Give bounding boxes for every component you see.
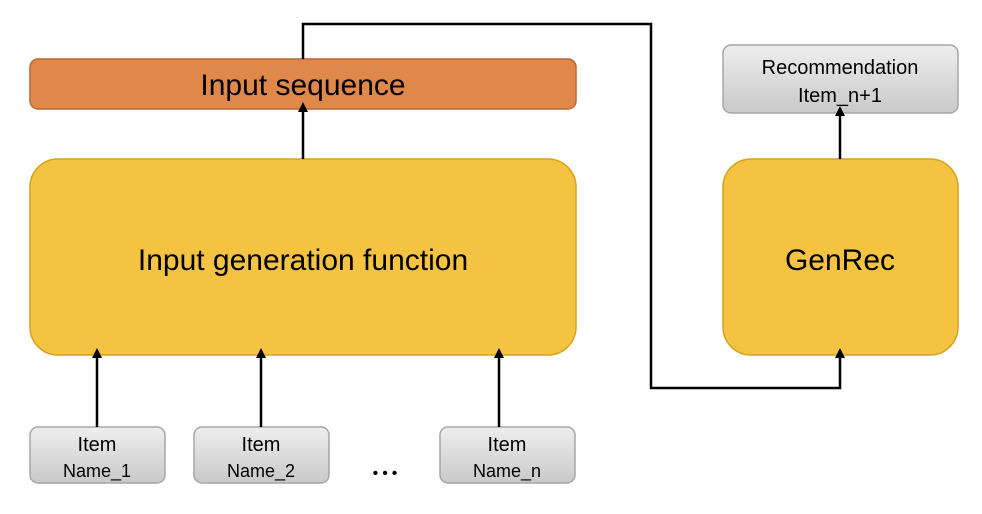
input-sequence-label: Input sequence bbox=[200, 69, 405, 102]
input-sequence-node: Input sequence bbox=[29, 58, 577, 110]
item-2-label-line2: Name_2 bbox=[227, 461, 295, 482]
item-node-2: Item Name_2 bbox=[193, 426, 330, 484]
recommendation-node: Recommendation Item_n+1 bbox=[722, 44, 959, 114]
genrec-node: GenRec bbox=[722, 158, 959, 356]
item-1-label-line1: Item bbox=[78, 434, 117, 456]
input-generation-label: Input generation function bbox=[138, 244, 468, 277]
arrow-sequence-to-genrec bbox=[301, 22, 845, 390]
item-node-1: Item Name_1 bbox=[29, 426, 166, 484]
item-n-label-line2: Name_n bbox=[473, 461, 541, 482]
genrec-label: GenRec bbox=[785, 244, 895, 277]
recommendation-label-line2: Item_n+1 bbox=[798, 85, 882, 107]
item-1-label-line2: Name_1 bbox=[63, 461, 131, 482]
recommendation-label-line1: Recommendation bbox=[762, 57, 919, 79]
input-generation-node: Input generation function bbox=[29, 158, 577, 356]
ellipsis: ••• bbox=[373, 465, 402, 482]
item-2-label-line1: Item bbox=[242, 434, 281, 456]
item-n-label-line1: Item bbox=[488, 434, 527, 456]
item-node-n: Item Name_n bbox=[439, 426, 576, 484]
